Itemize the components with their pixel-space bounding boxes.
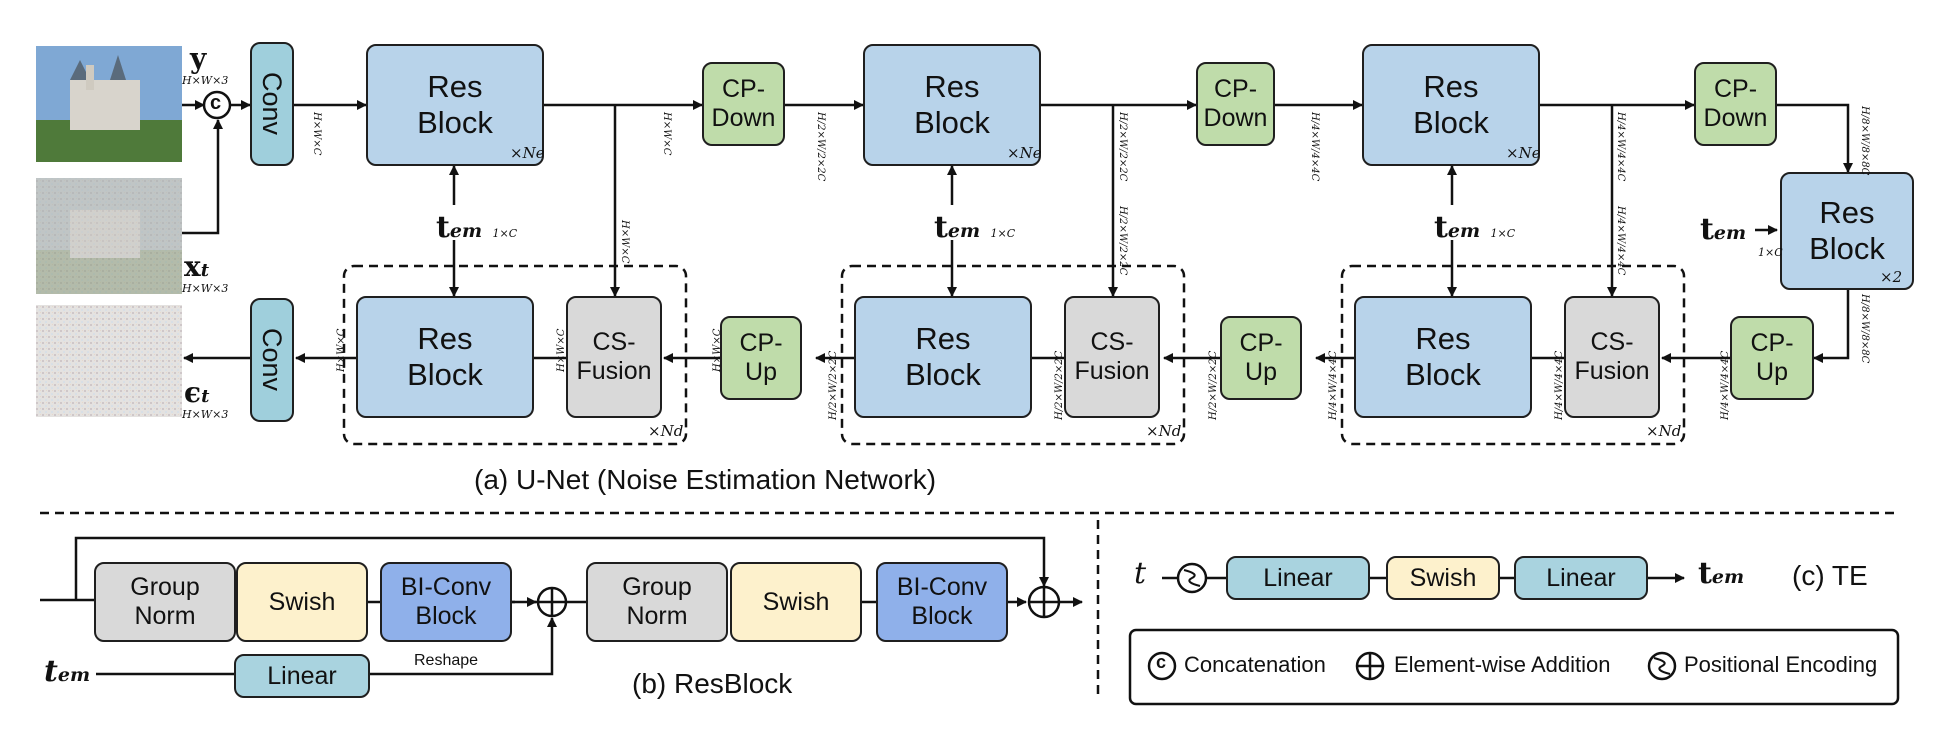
res-block-enc-1: Res Block bbox=[366, 44, 544, 166]
dim-dec-out-1: H×W×C bbox=[336, 328, 347, 372]
castle-image-noisy bbox=[36, 178, 182, 294]
t-em-label-1: tem 1×C bbox=[436, 210, 518, 245]
cp-up-1: CP- Up bbox=[720, 316, 802, 400]
cs-fusion-3: CS- Fusion bbox=[1564, 296, 1660, 418]
t-em-label-2: tem 1×C bbox=[934, 210, 1016, 245]
dim-skip-2b: H/2×W/2×2C bbox=[1117, 206, 1128, 276]
dim-cpup-1b: H/2×W/2×2C bbox=[828, 350, 839, 420]
symbol-x-t: xt bbox=[184, 250, 210, 283]
bi-conv-block-1: BI-Conv Block bbox=[380, 562, 512, 642]
swish-te: Swish bbox=[1386, 556, 1500, 600]
dim-cpdown-3: H/8×W/8×8C bbox=[1859, 106, 1870, 176]
dim-skip-1b: H×W×C bbox=[619, 220, 630, 264]
linear-te-1: Linear bbox=[1226, 556, 1370, 600]
dim-skip-2: H/2×W/2×2C bbox=[1117, 112, 1128, 182]
caption-unet: (a) U-Net (Noise Estimation Network) bbox=[474, 464, 937, 495]
t-scalar: t bbox=[1134, 556, 1147, 591]
mult-enc-2: ×Ne bbox=[1007, 144, 1042, 162]
dim-dec-mid-2: H/2×W/2×2C bbox=[1054, 350, 1065, 420]
res-block-dec-3: Res Block bbox=[1354, 296, 1532, 418]
dim-cpdown-2: H/4×W/4×4C bbox=[1309, 112, 1320, 182]
concat-symbol: c bbox=[210, 92, 222, 114]
legend-concat-symbol: c bbox=[1156, 652, 1167, 672]
dim-cpdown-1: H/2×W/2×2C bbox=[815, 112, 826, 182]
dim-eps-t: H×W×3 bbox=[182, 408, 229, 421]
t-em-resblock: tem bbox=[44, 654, 91, 689]
dim-y: H×W×3 bbox=[182, 74, 229, 87]
dim-dec-mid-1: H×W×C bbox=[556, 328, 567, 372]
linear-te-2: Linear bbox=[1514, 556, 1648, 600]
mult-dec-2: ×Nd bbox=[1146, 422, 1182, 440]
cp-down-1: CP- Down bbox=[702, 62, 785, 146]
dim-skip-1: H×W×C bbox=[661, 112, 672, 156]
conv-output: Conv bbox=[250, 298, 294, 422]
cs-fusion-2: CS- Fusion bbox=[1064, 296, 1160, 418]
castle-image-clean bbox=[36, 46, 182, 162]
dim-enc-1: H×W×C bbox=[311, 112, 322, 156]
dim-cpup-2b: H/4×W/4×4C bbox=[1328, 350, 1339, 420]
res-block-middle: Res Block bbox=[1780, 172, 1914, 290]
cp-up-2: CP- Up bbox=[1220, 316, 1302, 400]
cp-down-3: CP- Down bbox=[1694, 62, 1777, 146]
bi-conv-block-2: BI-Conv Block bbox=[876, 562, 1008, 642]
t-em-te: tem bbox=[1698, 556, 1745, 591]
legend-add: Element-wise Addition bbox=[1394, 652, 1611, 677]
dim-cpup-3: H/4×W/4×4C bbox=[1720, 350, 1731, 420]
cp-down-2: CP- Down bbox=[1196, 62, 1275, 146]
caption-te: (c) TE bbox=[1792, 560, 1868, 591]
symbol-y: y bbox=[190, 42, 207, 75]
dim-cpup-1: H×W×C bbox=[712, 328, 723, 372]
dim-skip-3b: H/4×W/4×4C bbox=[1615, 206, 1626, 276]
dim-middle-out: H/8×W/8×8C bbox=[1859, 294, 1870, 364]
group-norm-2: Group Norm bbox=[586, 562, 728, 642]
linear-resblock: Linear bbox=[234, 654, 370, 698]
dim-x-t: H×W×3 bbox=[182, 282, 229, 295]
dim-dec-mid-3: H/4×W/4×4C bbox=[1554, 350, 1565, 420]
res-block-enc-3: Res Block bbox=[1362, 44, 1540, 166]
conv-input: Conv bbox=[250, 42, 294, 166]
res-block-enc-2: Res Block bbox=[863, 44, 1041, 166]
mult-enc-3: ×Ne bbox=[1506, 144, 1541, 162]
noise-image bbox=[36, 305, 182, 417]
group-norm-1: Group Norm bbox=[94, 562, 236, 642]
mult-dec-3: ×Nd bbox=[1646, 422, 1682, 440]
res-block-dec-1: Res Block bbox=[356, 296, 534, 418]
caption-resblock: (b) ResBlock bbox=[632, 668, 793, 699]
dim-cpup-2: H/2×W/2×2C bbox=[1208, 350, 1219, 420]
t-em-label-3: tem 1×C bbox=[1434, 210, 1516, 245]
mult-middle: ×2 bbox=[1880, 268, 1903, 286]
cs-fusion-1: CS- Fusion bbox=[566, 296, 662, 418]
cp-up-3: CP- Up bbox=[1730, 316, 1814, 400]
swish-2: Swish bbox=[730, 562, 862, 642]
legend-concat: Concatenation bbox=[1184, 652, 1326, 677]
dim-skip-3: H/4×W/4×4C bbox=[1615, 112, 1626, 182]
symbol-eps-t: ϵt bbox=[184, 376, 210, 409]
res-block-dec-2: Res Block bbox=[854, 296, 1032, 418]
swish-1: Swish bbox=[236, 562, 368, 642]
mult-enc-1: ×Ne bbox=[510, 144, 545, 162]
reshape-label: Reshape bbox=[414, 652, 479, 669]
mult-dec-1: ×Nd bbox=[648, 422, 684, 440]
legend-pos: Positional Encoding bbox=[1684, 652, 1878, 677]
